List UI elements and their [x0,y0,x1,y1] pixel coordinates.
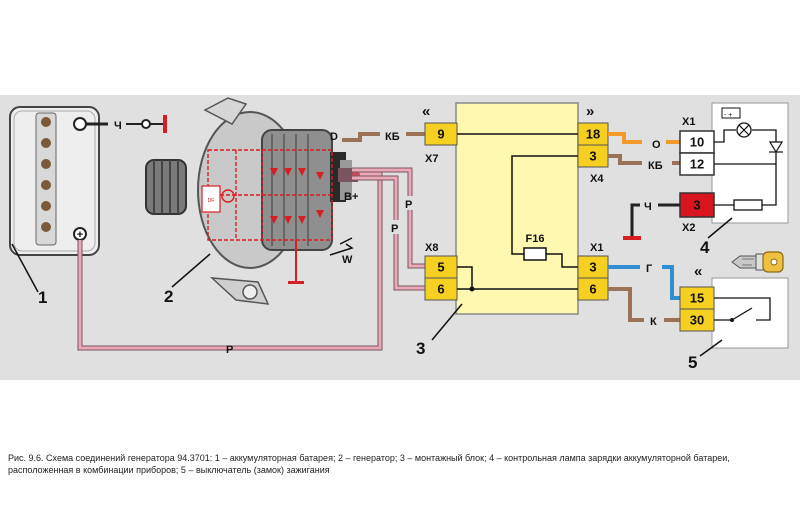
connector-x2: Х2 [682,222,695,234]
svg-text:+: + [77,229,83,241]
wire-o [608,132,642,144]
svg-text:DF: DF [208,198,215,204]
wire-label-o: О [652,139,661,151]
arrow-left: « [422,103,430,120]
wire-label-r-battery: Р [226,344,233,356]
svg-text:6: 6 [589,282,596,297]
wire-label-kb: КБ [385,131,400,143]
charge-lamp-module: 10 12 3 - + [679,102,789,224]
svg-text:9: 9 [437,127,444,142]
terminal-label-w: W [342,254,353,266]
ground-symbol [163,115,167,133]
figure-caption: Рис. 9.6. Схема соединений генератора 94… [8,453,730,475]
key-icon [731,251,784,273]
svg-text:12: 12 [690,157,704,172]
generator-ground [288,281,304,284]
fuse-label: F16 [526,233,545,245]
ignition-switch: 15 30 [679,277,789,349]
battery-indicator-icon [721,107,741,119]
svg-text:18: 18 [586,127,600,142]
svg-text:30: 30 [690,313,704,328]
wire-kb-lamp [608,154,642,165]
wire-label-ch: Ч [114,120,122,132]
wire-label-r-lower: Р [391,223,398,235]
diode-icon [768,141,784,154]
callout-4: 4 [700,238,710,257]
connector-x8: Х8 [425,242,438,254]
svg-text:3: 3 [589,260,596,275]
wire-kb-d [342,132,380,142]
svg-text:3: 3 [693,198,700,213]
wire-label-r-upper: Р [405,199,412,211]
wiring-diagram: + Ч Р D [0,95,800,380]
fuse-f16 [523,247,547,261]
arrow-right: » [586,103,594,120]
callout-2: 2 [164,287,173,306]
wire-label-k: К [650,316,657,328]
battery: + [9,106,100,256]
wire-k [608,287,644,322]
svg-text:6: 6 [437,282,444,297]
terminal-label-bplus: B+ [344,191,358,203]
connector-x7: Х7 [425,153,438,165]
connector-x1: Х1 [590,242,603,254]
lamp-ground [623,236,641,240]
wire-label-g: Г [646,263,653,275]
svg-text:15: 15 [690,291,704,306]
svg-text:5: 5 [437,260,444,275]
callout-5: 5 [688,353,697,372]
generator: DF [145,97,360,305]
terminal-label-d: D [330,131,338,143]
connector-x1-lamp: Х1 [682,116,695,128]
svg-text:- +: - + [724,112,732,119]
svg-text:10: 10 [690,135,704,150]
callout-1: 1 [38,288,47,307]
callout-3: 3 [416,339,425,358]
mounting-block: 9 5 6 18 3 3 6 F16 [424,102,609,315]
svg-text:3: 3 [589,149,596,164]
battery-plus-terminal [73,117,87,131]
connector-x4: Х4 [590,173,604,185]
arrow-switch: « [694,263,702,280]
wire-label-ch-lamp: Ч [644,201,652,213]
wire-label-kb-lamp: КБ [648,160,663,172]
